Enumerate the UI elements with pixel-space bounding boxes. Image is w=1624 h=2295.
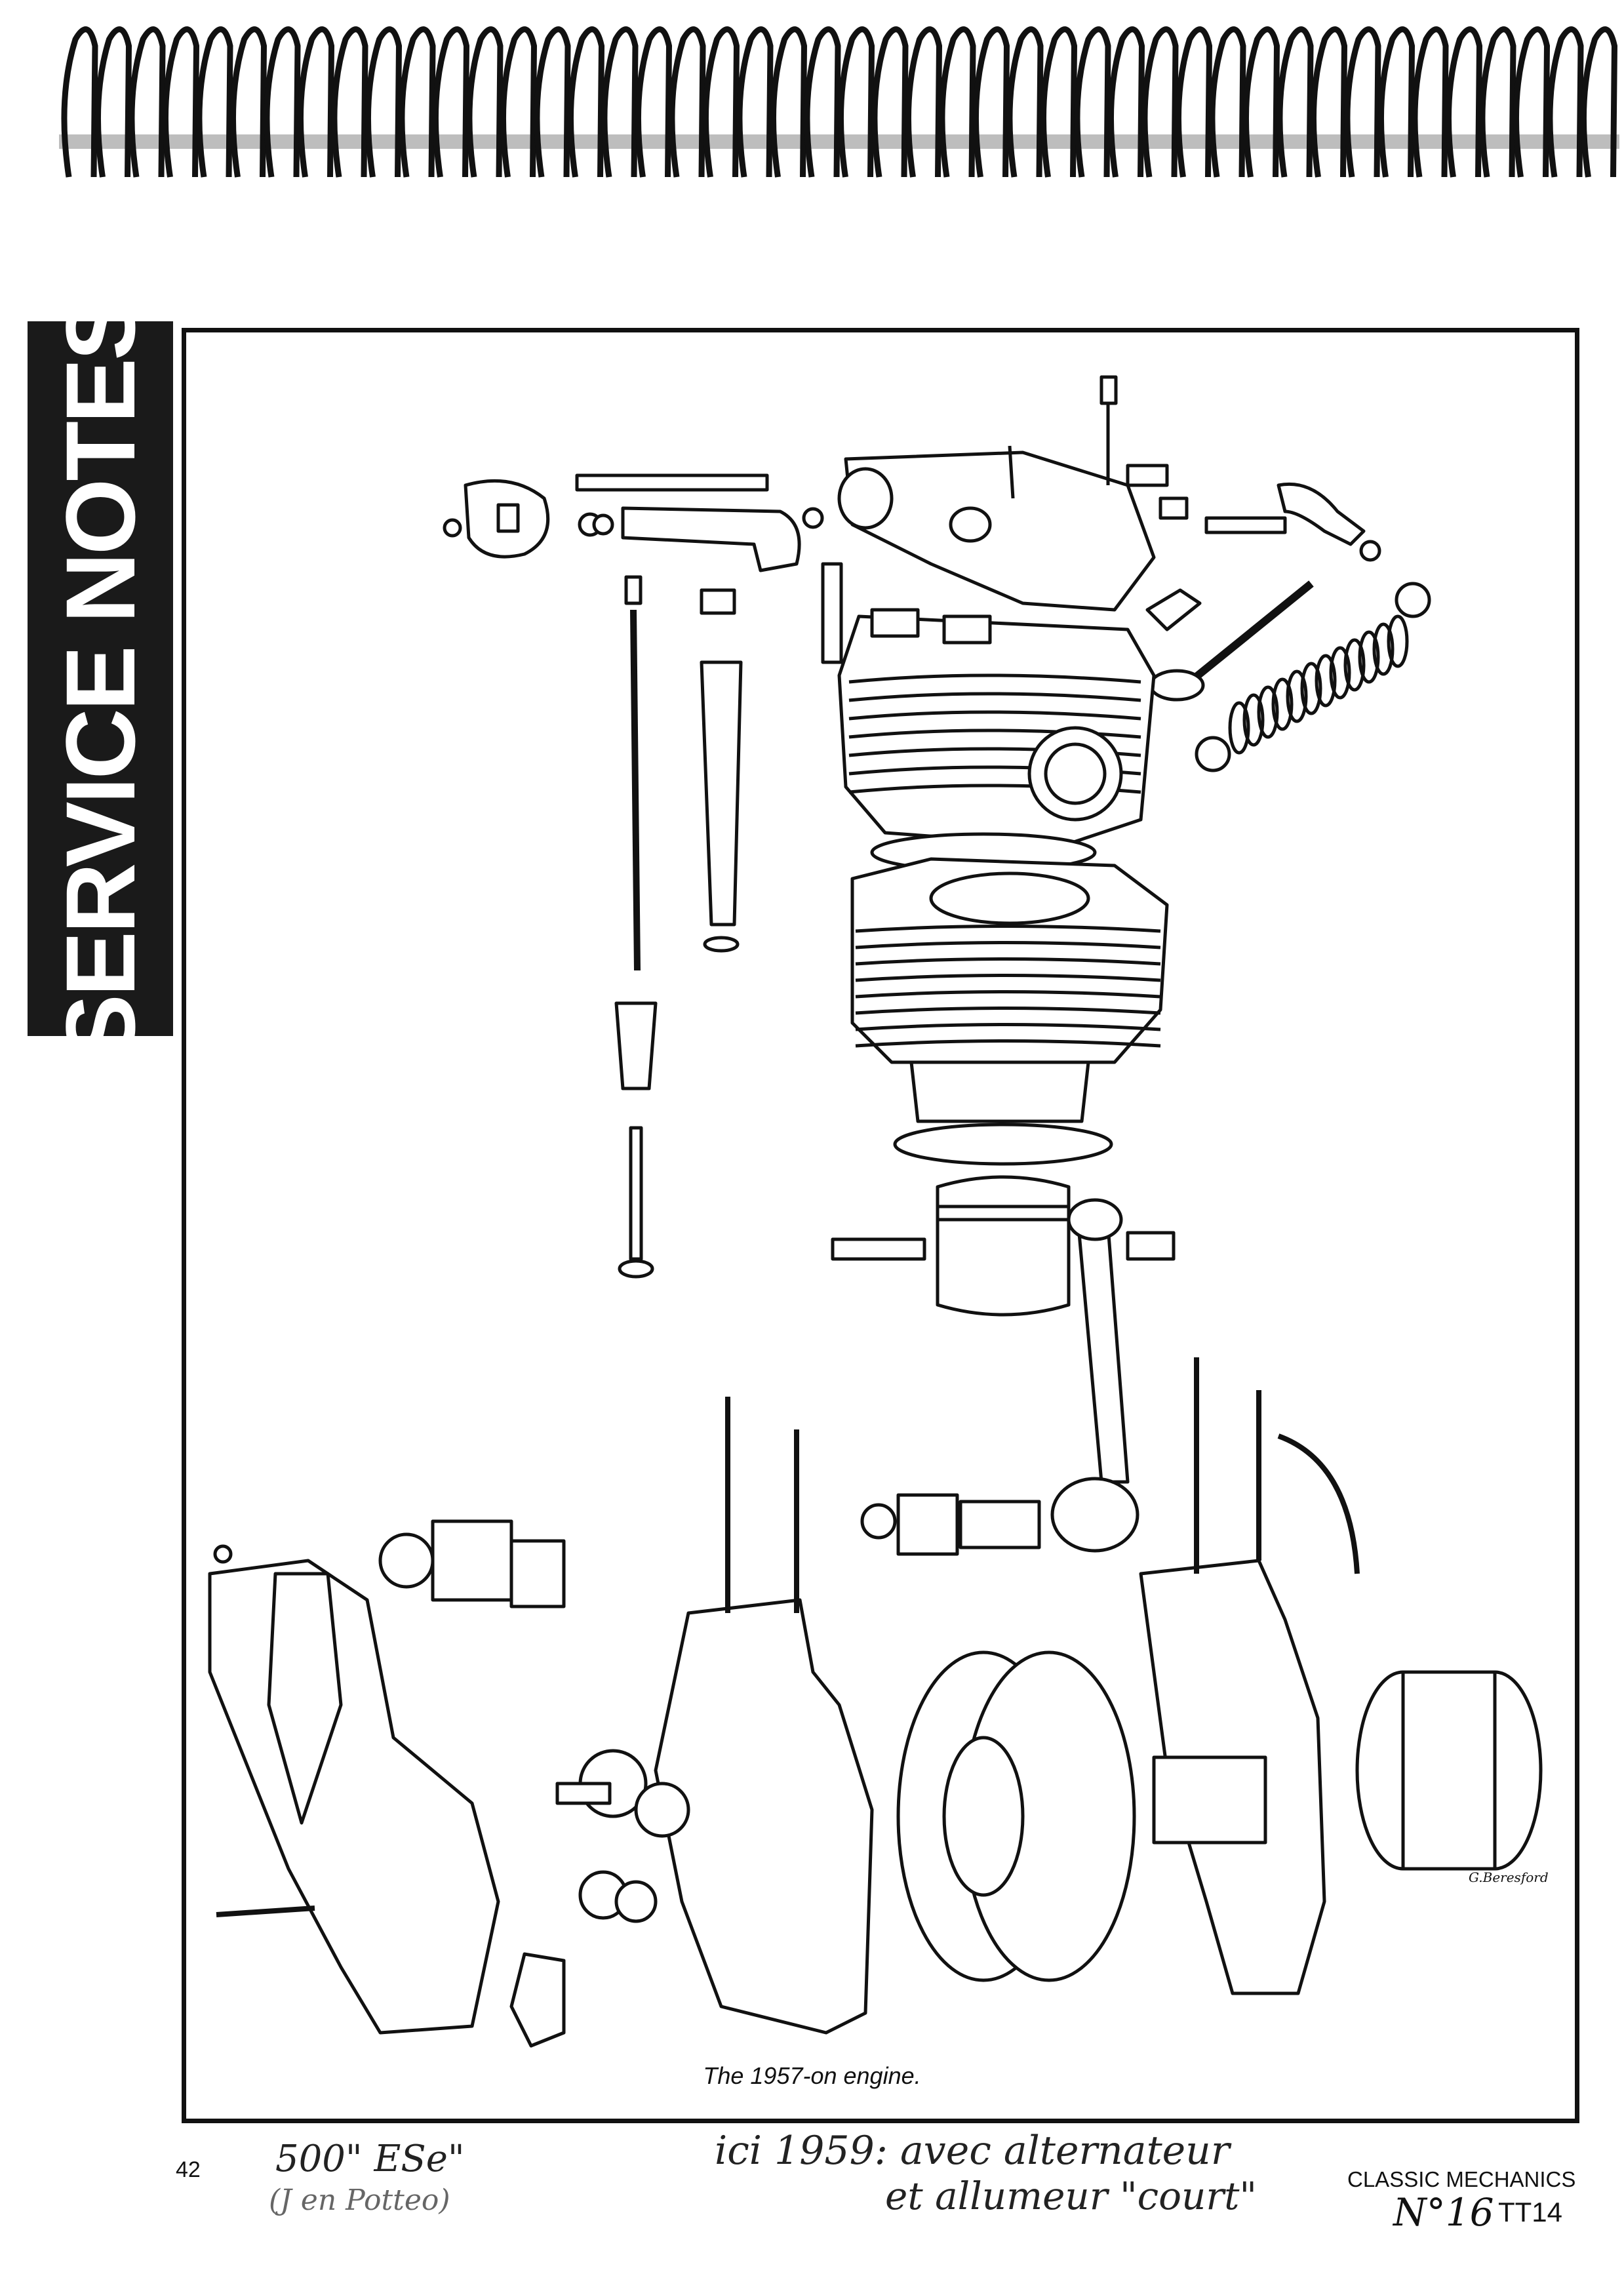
binding-coil xyxy=(669,26,706,178)
binding-coil xyxy=(635,26,673,178)
binding-coil xyxy=(94,26,132,178)
connecting-rod xyxy=(1050,1198,1176,1553)
binding-coil xyxy=(601,26,639,178)
binding-coil xyxy=(61,26,98,178)
binding-coil xyxy=(804,26,841,178)
binding-coil xyxy=(1175,26,1213,178)
binding-coil xyxy=(1277,26,1314,178)
binding-coil xyxy=(432,26,470,178)
binding-coil xyxy=(939,26,976,178)
binding-coil xyxy=(331,26,368,178)
cylinder-head xyxy=(837,608,1156,848)
binding-coil xyxy=(1344,26,1381,178)
binding-coil xyxy=(905,26,943,178)
binding-coil xyxy=(1074,26,1111,178)
publication-name: CLASSIC MECHANICS xyxy=(1347,2167,1576,2191)
binding-coil xyxy=(1107,26,1145,178)
binding-coil xyxy=(500,26,538,178)
handwritten-note-center-1: ici 1959: avec alternateur xyxy=(715,2128,1230,2174)
binding-coil xyxy=(129,26,166,178)
binding-coil xyxy=(972,26,1010,178)
binding-coil xyxy=(1209,26,1246,178)
piston xyxy=(831,1175,1071,1317)
valve-gear xyxy=(1145,482,1431,772)
cylinder-barrel xyxy=(850,857,1169,1166)
page-code: TT14 xyxy=(1498,2197,1563,2227)
binding-coil xyxy=(264,26,301,178)
binding-coil xyxy=(567,26,605,178)
binding-coil xyxy=(736,26,774,178)
binding-coil xyxy=(466,26,504,178)
binding-coil xyxy=(1006,26,1044,178)
rocker-box xyxy=(837,375,1189,612)
binding-coil xyxy=(1242,26,1280,178)
main-bearing xyxy=(1355,1670,1543,1871)
binding-coil xyxy=(1310,26,1348,178)
flywheels xyxy=(896,1650,1267,1982)
binding-coil xyxy=(1412,26,1449,178)
binding-coil xyxy=(399,26,436,178)
binding-coil xyxy=(162,26,200,178)
page-number: 42 xyxy=(176,2157,201,2182)
handwritten-note-left-sub: (J en Potteo) xyxy=(269,2184,450,2217)
binding-coil xyxy=(534,26,571,178)
binding-coil xyxy=(837,26,875,178)
timing-gears xyxy=(509,1749,690,2048)
binding-coil xyxy=(871,26,909,178)
binding-coil xyxy=(1040,26,1078,178)
small-parts xyxy=(213,1493,1041,1917)
spiral-binding xyxy=(59,26,1619,178)
handwritten-note-center-2: et allumeur "court" xyxy=(885,2174,1258,2218)
binding-coil xyxy=(702,26,740,178)
rocker-parts xyxy=(443,473,824,572)
handwritten-note-left: 500" ESe" xyxy=(275,2138,465,2180)
binding-coil xyxy=(1377,26,1416,178)
binding-coil xyxy=(1479,26,1516,178)
binding-coil xyxy=(196,26,233,178)
binding-coil xyxy=(1445,26,1483,178)
issue-number: N°16 xyxy=(1393,2190,1494,2235)
figure-caption: The 1957-on engine. xyxy=(703,2062,921,2089)
binding-coil xyxy=(770,26,808,178)
service-notes-tab: SERVICE NOTES xyxy=(28,298,173,1060)
binding-coil xyxy=(297,26,335,178)
figure-frame xyxy=(182,328,1579,2123)
binding-coil xyxy=(229,26,267,178)
binding-coil xyxy=(365,26,403,178)
binding-coil xyxy=(1580,26,1618,178)
binding-coil xyxy=(1513,26,1551,178)
valve-springs xyxy=(1228,614,1409,755)
pushrods xyxy=(614,562,843,1279)
timing-cover xyxy=(208,1559,500,2035)
binding-coil xyxy=(1547,26,1584,178)
artist-signature: G.Beresford xyxy=(1469,1869,1549,1885)
binding-coil xyxy=(1141,26,1179,178)
